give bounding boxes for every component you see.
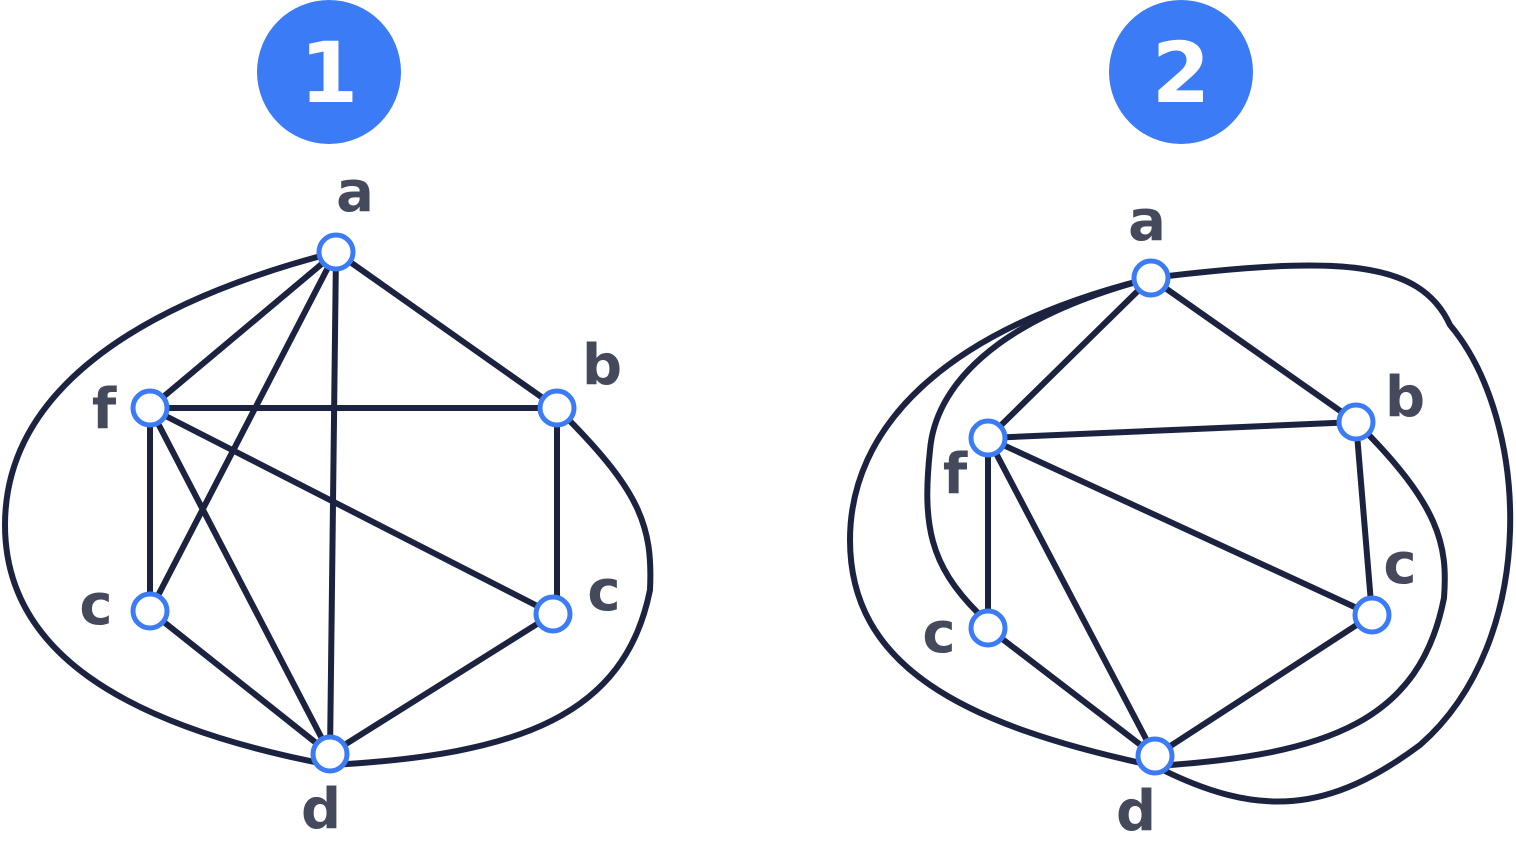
label-f: f: [943, 442, 968, 507]
edge-a-f: [985, 275, 1154, 441]
edge-c-left-d: [147, 608, 333, 757]
node-c-left: [130, 591, 170, 631]
label-c-right: c: [587, 559, 620, 624]
edge-c-right-d: [1152, 612, 1375, 759]
graph-1: 1 a b: [2, 0, 654, 842]
edge-a-f: [147, 249, 339, 411]
node-a: [1131, 258, 1171, 298]
node-c-left: [968, 608, 1008, 648]
label-b: b: [582, 333, 622, 398]
edge-b-d-outer-curve: [327, 405, 654, 768]
graph-2: 2 a b: [847, 0, 1514, 844]
graph-1-labels: a b f c c d: [79, 160, 622, 842]
node-d: [310, 734, 350, 774]
graph-2-badge: [1109, 0, 1253, 144]
edge-f-c-right: [985, 435, 1375, 618]
label-c-left: c: [79, 573, 112, 638]
edge-f-b: [985, 419, 1359, 441]
label-d: d: [1116, 779, 1156, 844]
node-c-right: [533, 594, 573, 634]
graph-2-nodes: [968, 258, 1392, 776]
node-a: [316, 232, 356, 272]
graph-1-badge: [257, 0, 401, 144]
label-b: b: [1385, 365, 1425, 430]
node-c-right: [1352, 595, 1392, 635]
edge-a-c-left: [147, 249, 339, 614]
edge-b-c-right: [1353, 419, 1375, 618]
graph-2-labels: a b f c c d: [922, 189, 1425, 844]
edge-c-right-d: [327, 611, 556, 757]
edge-a-b: [1148, 275, 1359, 425]
edge-f-c-right: [147, 405, 556, 617]
label-d: d: [301, 777, 341, 842]
graph-1-edges: [2, 249, 654, 768]
node-b: [537, 388, 577, 428]
edge-c-left-d: [985, 625, 1158, 759]
edge-a-d-outer-curve: [847, 275, 1158, 769]
graph-2-edges: [847, 262, 1514, 805]
edge-b-d-outer-curve: [1152, 419, 1448, 769]
edge-a-d-wrap-curve: [1148, 262, 1514, 805]
edge-a-c-left-curve: [924, 275, 1154, 616]
node-f: [130, 388, 170, 428]
label-f: f: [92, 377, 117, 442]
edge-f-d: [985, 435, 1158, 759]
edge-a-b: [333, 249, 560, 411]
label-c-left: c: [922, 601, 955, 666]
node-d: [1135, 736, 1175, 776]
edge-a-d-outer-curve: [2, 249, 339, 768]
label-a: a: [336, 160, 374, 225]
graph-1-badge-number: 1: [300, 24, 358, 122]
edge-f-d: [147, 405, 333, 757]
graph-2-badge-number: 2: [1152, 24, 1210, 122]
graph-1-nodes: [130, 232, 577, 774]
node-b: [1336, 402, 1376, 442]
label-a: a: [1128, 189, 1166, 254]
label-c-right: c: [1383, 532, 1416, 597]
node-f: [968, 418, 1008, 458]
